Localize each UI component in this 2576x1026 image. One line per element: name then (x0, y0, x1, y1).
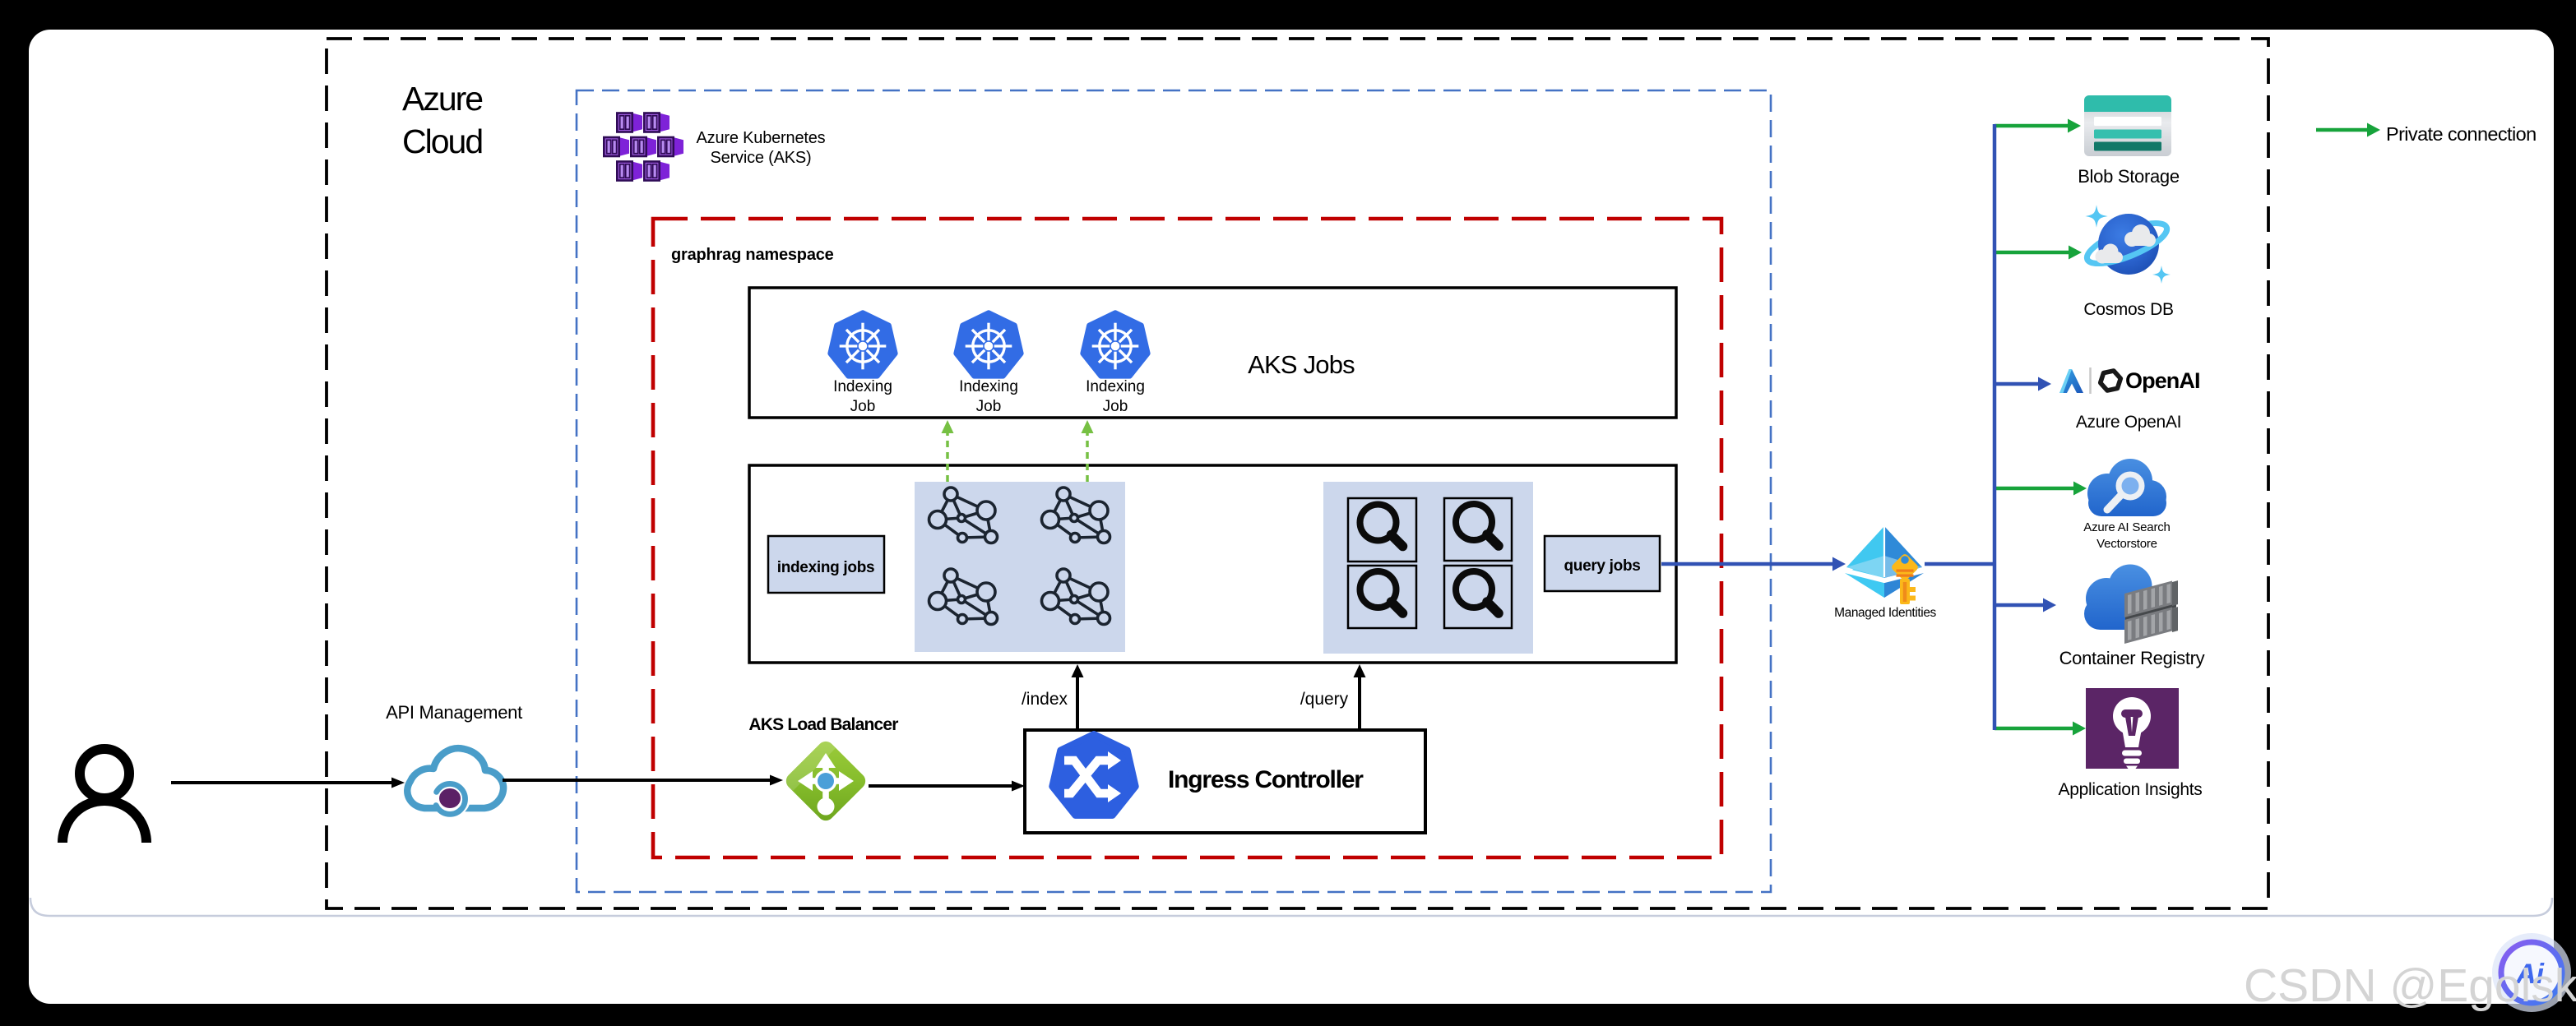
svg-text:graphrag namespace: graphrag namespace (671, 246, 834, 264)
svg-text:Indexing: Indexing (1086, 378, 1145, 395)
svg-text:Ai: Ai (2515, 959, 2546, 990)
svg-text:Indexing: Indexing (833, 378, 892, 395)
svg-text:Azure Kubernetes: Azure Kubernetes (697, 129, 826, 147)
svg-text:Azure OpenAI: Azure OpenAI (2076, 413, 2181, 432)
svg-text:Indexing: Indexing (959, 378, 1018, 395)
svg-text:Ingress Controller: Ingress Controller (1168, 766, 1364, 793)
svg-text:query jobs: query jobs (1564, 557, 1640, 575)
svg-text:Job: Job (976, 398, 1002, 415)
svg-text:AKS Load Balancer: AKS Load Balancer (748, 715, 898, 734)
svg-text:Vectorstore: Vectorstore (2096, 537, 2157, 551)
svg-text:API Management: API Management (386, 702, 522, 723)
svg-text:Managed Identities: Managed Identities (1834, 606, 1936, 620)
svg-text:Job: Job (1103, 398, 1128, 415)
svg-text:Blob Storage: Blob Storage (2078, 166, 2180, 187)
svg-text:Private connection: Private connection (2386, 123, 2537, 145)
svg-text:Azure: Azure (402, 80, 482, 118)
svg-text:/query: /query (1300, 690, 1349, 709)
svg-text:Job: Job (850, 398, 876, 415)
svg-text:Service (AKS): Service (AKS) (711, 149, 812, 167)
svg-text:Container Registry: Container Registry (2059, 648, 2205, 668)
svg-text:Application Insights: Application Insights (2059, 780, 2203, 799)
svg-text:Azure AI Search: Azure AI Search (2083, 520, 2170, 534)
svg-text:OpenAI: OpenAI (2125, 368, 2200, 393)
svg-text:CSDN @Egolsk: CSDN @Egolsk (2244, 959, 2576, 1012)
svg-text:/index: /index (1022, 690, 1068, 709)
svg-text:indexing jobs: indexing jobs (777, 559, 875, 576)
svg-text:Cosmos DB: Cosmos DB (2083, 300, 2173, 319)
svg-text:Cloud: Cloud (402, 122, 482, 160)
svg-text:AKS Jobs: AKS Jobs (1248, 350, 1355, 379)
